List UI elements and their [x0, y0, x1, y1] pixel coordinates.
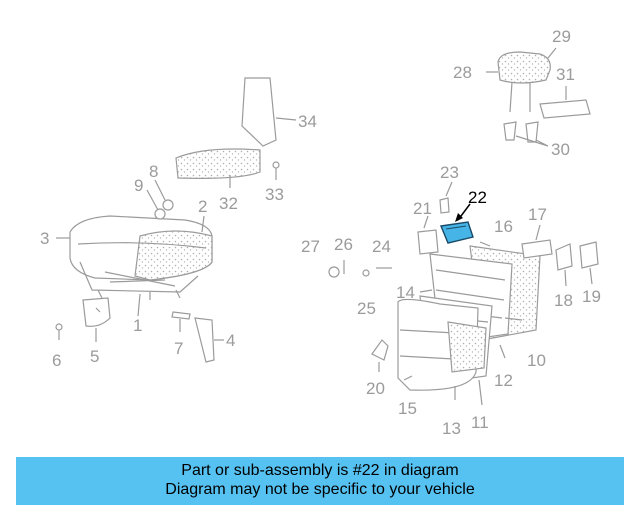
label-part-13: 13 [442, 419, 461, 438]
label-part-17: 17 [528, 205, 547, 224]
label-part-29: 29 [552, 27, 571, 46]
label-part-9: 9 [134, 176, 143, 195]
part-22-highlight [440, 203, 474, 244]
label-part-33: 33 [265, 185, 284, 204]
label-part-22: 22 [468, 188, 487, 207]
label-part-23: 23 [440, 163, 459, 182]
label-part-30: 30 [551, 140, 570, 159]
label-part-25: 25 [357, 299, 376, 318]
label-part-21: 21 [413, 199, 432, 218]
label-part-1: 1 [133, 316, 142, 335]
info-banner: Part or sub-assembly is #22 in diagram D… [16, 457, 624, 505]
label-part-11: 11 [471, 413, 489, 432]
label-part-8: 8 [149, 162, 158, 181]
label-part-20: 20 [366, 379, 385, 398]
label-part-2: 2 [198, 197, 207, 216]
label-part-27: 27 [301, 237, 320, 256]
part-29-headrest [497, 51, 551, 84]
banner-line-1: Part or sub-assembly is #22 in diagram [181, 462, 459, 479]
label-part-12: 12 [494, 371, 513, 390]
label-part-10: 10 [527, 351, 546, 370]
part-5-cover [82, 297, 111, 327]
label-part-18: 18 [554, 291, 573, 310]
label-part-28: 28 [453, 63, 472, 82]
label-part-5: 5 [90, 347, 99, 366]
label-part-16: 16 [494, 217, 513, 236]
seat-cushion-assembly [69, 215, 213, 300]
label-part-26: 26 [334, 235, 353, 254]
label-part-34: 34 [298, 112, 317, 131]
label-part-15: 15 [398, 399, 417, 418]
label-part-4: 4 [226, 331, 235, 350]
label-part-14: 14 [396, 283, 415, 302]
label-part-19: 19 [582, 287, 601, 306]
label-part-3: 3 [40, 229, 49, 248]
label-part-31: 31 [556, 65, 575, 84]
part-32-armrest [175, 148, 261, 179]
label-part-32: 32 [219, 194, 238, 213]
parts-diagram: 1 2 3 4 5 6 7 8 9 10 11 12 13 14 15 16 1… [40, 27, 601, 438]
seat-back-assembly [397, 245, 541, 406]
part-34-panel [241, 77, 277, 147]
banner-line-2: Diagram may not be specific to your vehi… [165, 481, 475, 498]
label-part-6: 6 [52, 351, 61, 370]
label-part-24: 24 [372, 237, 391, 256]
label-part-7: 7 [174, 339, 183, 358]
